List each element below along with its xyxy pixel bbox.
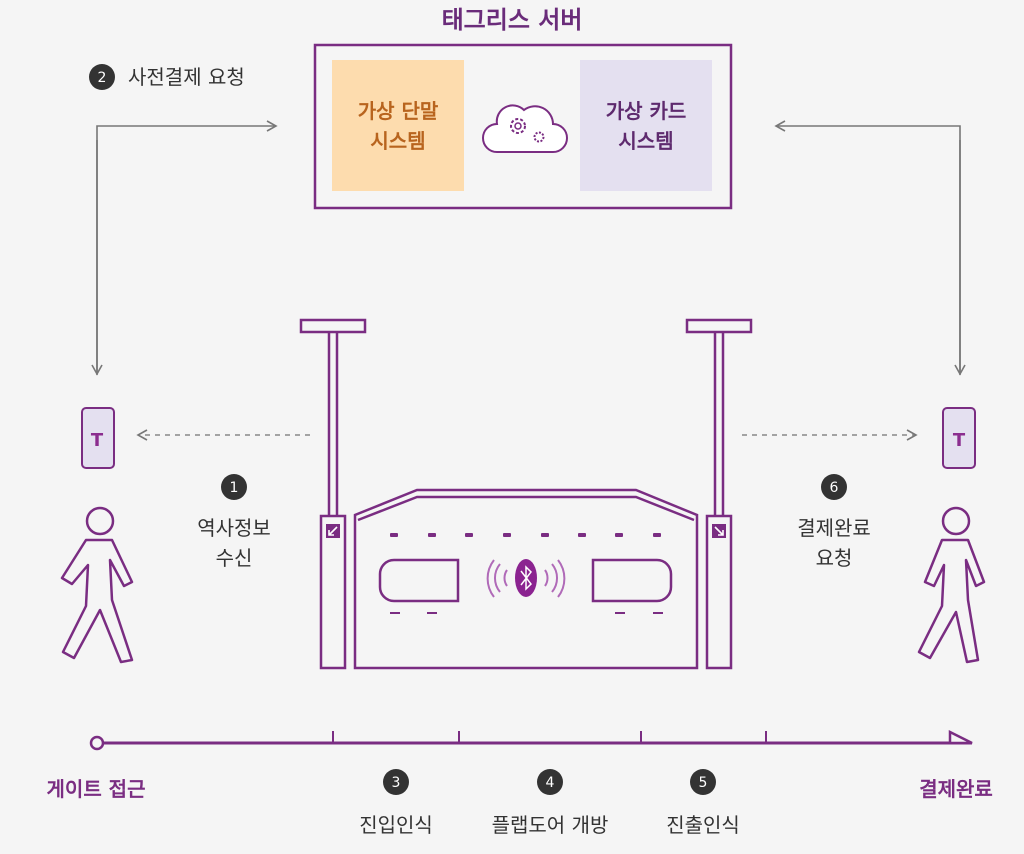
- step-6-label-1: 결제완료: [797, 516, 871, 540]
- walking-person-right-icon: [917, 506, 986, 664]
- arrow-phone-to-server: [96, 120, 278, 375]
- virtual-terminal-box: [332, 60, 464, 191]
- entry-sensor-pole: [319, 514, 347, 670]
- entry-flap-door: [378, 558, 460, 603]
- server-title: 태그리스 서버: [442, 6, 583, 34]
- step-2-number: 2: [98, 70, 107, 86]
- gate-lights: [390, 533, 663, 614]
- exit-sensor-pole: [705, 514, 733, 670]
- step-5-badge: [690, 769, 716, 795]
- gate-body: [353, 488, 699, 670]
- step-2-badge: [89, 64, 115, 90]
- step-2-label: 사전결제 요청: [128, 65, 245, 89]
- exit-flap-door: [591, 558, 673, 603]
- step-1-number: 1: [230, 480, 239, 496]
- step-6-badge: [821, 474, 847, 500]
- step-4-number: 4: [546, 775, 555, 791]
- terminal-label-2: 시스템: [370, 129, 425, 153]
- step-5-number: 5: [699, 775, 708, 791]
- timeline-start-label: 게이트 접근: [47, 777, 146, 801]
- step-1-badge: [221, 474, 247, 500]
- right-pole-cap: [685, 318, 753, 334]
- step-5-label: 진출인식: [666, 813, 740, 837]
- step-6-number: 6: [830, 480, 839, 496]
- virtual-card-box: [580, 60, 712, 191]
- svg-text:T: T: [91, 430, 104, 451]
- step-1-label-1: 역사정보: [197, 516, 271, 540]
- left-pole-cap: [299, 318, 367, 334]
- step-1-label-2: 수신: [216, 546, 253, 570]
- step-4-badge: [537, 769, 563, 795]
- gate-illustration: [299, 318, 753, 670]
- step-4-label: 플랩도어 개방: [492, 813, 609, 837]
- step-3-number: 3: [392, 775, 401, 791]
- step-3-label: 진입인식: [359, 813, 433, 837]
- card-label-1: 가상 카드: [606, 99, 687, 123]
- phone-right-icon: T: [942, 407, 976, 469]
- arrow-exit-to-server: [774, 120, 961, 375]
- svg-text:T: T: [953, 430, 966, 451]
- timeline-end-label: 결제완료: [919, 777, 993, 801]
- phone-left-icon: T: [81, 407, 115, 469]
- timeline: [89, 729, 973, 751]
- card-label-2: 시스템: [618, 129, 673, 153]
- cloud-gear-icon: [482, 104, 568, 153]
- step-3-badge: [383, 769, 409, 795]
- terminal-label-1: 가상 단말: [358, 99, 439, 123]
- bluetooth-icon: [486, 559, 566, 598]
- step-6-label-2: 요청: [816, 546, 853, 570]
- walking-person-left-icon: [60, 506, 134, 664]
